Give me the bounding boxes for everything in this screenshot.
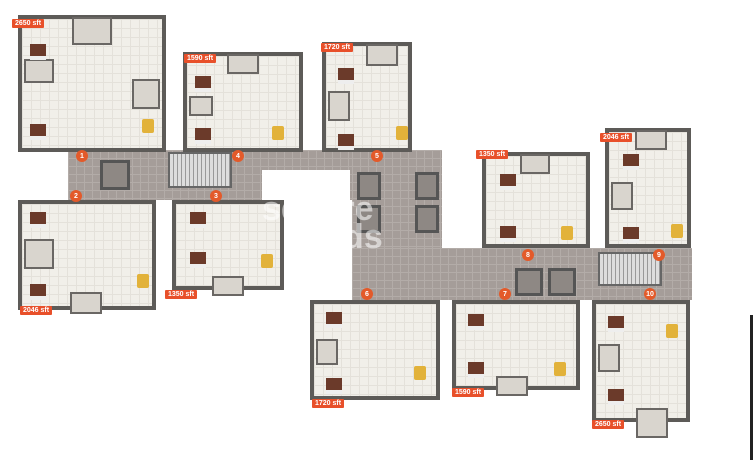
toilet: [316, 339, 338, 365]
area-label-unit-9: 2046 sft: [600, 133, 633, 142]
bed: [30, 124, 46, 140]
toilet: [598, 344, 620, 372]
unit-7[interactable]: [452, 300, 580, 396]
bed: [195, 76, 211, 92]
unit-1[interactable]: [18, 15, 166, 152]
balcony: [635, 130, 667, 150]
unit-marker-7: 7: [499, 288, 511, 300]
unit-marker-2: 2: [70, 190, 82, 202]
watermark-line1: square: [262, 190, 374, 228]
watermark-line2: yards: [292, 218, 383, 256]
unit-5[interactable]: [322, 42, 412, 152]
lift: [357, 205, 381, 233]
scale-bar: [750, 315, 753, 460]
unit-marker-3: 3: [210, 190, 222, 202]
toilet: [24, 239, 54, 269]
balcony: [520, 154, 550, 174]
bed: [608, 389, 624, 405]
bed: [500, 226, 516, 242]
area-label-unit-5: 1720 sft: [321, 43, 354, 52]
sofa: [261, 254, 273, 268]
sofa: [666, 324, 678, 338]
bed: [608, 316, 624, 332]
unit-8[interactable]: [482, 152, 590, 248]
area-label-unit-3: 1350 sft: [165, 290, 198, 299]
staircase: [168, 152, 232, 188]
balcony: [636, 408, 668, 438]
balcony: [212, 276, 244, 296]
toilet: [24, 59, 54, 83]
area-label-unit-10: 2650 sft: [592, 420, 625, 429]
unit-10[interactable]: [592, 300, 690, 438]
sofa: [671, 224, 683, 238]
bed: [338, 134, 354, 150]
bed: [190, 252, 206, 268]
area-label-unit-7: 1590 sft: [452, 388, 485, 397]
bed: [190, 212, 206, 228]
watermark: square yards: [262, 190, 383, 256]
balcony: [496, 376, 528, 396]
staircase: [598, 252, 662, 286]
unit-marker-5: 5: [371, 150, 383, 162]
area-label-unit-2: 2046 sft: [20, 306, 53, 315]
balcony: [227, 54, 259, 74]
sofa: [414, 366, 426, 380]
bed: [30, 44, 46, 60]
sofa: [561, 226, 573, 240]
toilet: [328, 91, 350, 121]
toilet: [132, 79, 160, 109]
bed: [468, 362, 484, 378]
lift: [548, 268, 576, 296]
bed: [326, 378, 342, 394]
unit-9[interactable]: [605, 128, 691, 248]
toilet: [189, 96, 213, 116]
unit-4[interactable]: [183, 52, 303, 152]
balcony: [366, 44, 398, 66]
bed: [30, 284, 46, 300]
unit-marker-10: 10: [644, 288, 656, 300]
lift: [415, 172, 439, 200]
sofa: [396, 126, 408, 140]
unit-marker-8: 8: [522, 249, 534, 261]
bed: [30, 212, 46, 228]
unit-marker-4: 4: [232, 150, 244, 162]
bed: [338, 68, 354, 84]
unit-2[interactable]: [18, 200, 156, 314]
lift: [100, 160, 130, 190]
bed: [623, 154, 639, 170]
lift: [515, 268, 543, 296]
bed: [195, 128, 211, 144]
unit-marker-1: 1: [76, 150, 88, 162]
sofa: [142, 119, 154, 133]
area-label-unit-6: 1720 sft: [312, 399, 345, 408]
area-label-unit-8: 1350 sft: [476, 150, 509, 159]
lift: [357, 172, 381, 200]
bed: [468, 314, 484, 330]
sofa: [137, 274, 149, 288]
bed: [623, 227, 639, 243]
bed: [500, 174, 516, 190]
bed: [326, 312, 342, 328]
unit-marker-6: 6: [361, 288, 373, 300]
balcony: [72, 17, 112, 45]
toilet: [611, 182, 633, 210]
unit-marker-9: 9: [653, 249, 665, 261]
unit-6[interactable]: [310, 300, 440, 400]
unit-3[interactable]: [172, 200, 284, 296]
balcony: [70, 292, 102, 314]
area-label-unit-1: 2650 sft: [12, 19, 45, 28]
area-label-unit-4: 1590 sft: [184, 54, 217, 63]
sofa: [554, 362, 566, 376]
sofa: [272, 126, 284, 140]
lift: [415, 205, 439, 233]
